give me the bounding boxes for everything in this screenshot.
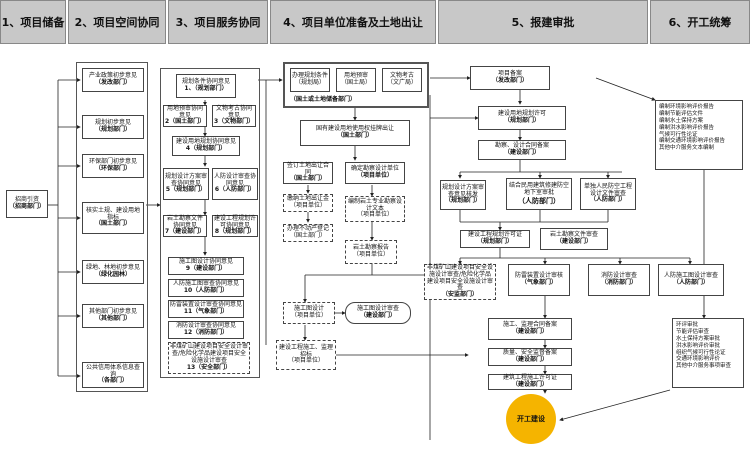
construction-design: 施工图设计 （项目单位） bbox=[283, 302, 335, 324]
property-register: 办理不动产登记 （国土部门） bbox=[283, 224, 333, 242]
green-opinion: 绿地、林地初步意见（绿化园林） bbox=[82, 260, 144, 284]
supervision-filing: 施工、监理合同备案（建设部门） bbox=[488, 318, 572, 340]
start-node: 招商引资（招商部门） bbox=[6, 190, 48, 218]
tender: 建设工程施工、监理招标 （项目单位） bbox=[276, 340, 336, 370]
land-permit: 建设用地规划许可（规划部门） bbox=[478, 106, 566, 130]
env-opinion: 环保部门初步意见（环保部门） bbox=[82, 154, 144, 178]
intermediary-list: 编制环境影响评价报告 编制节能评估文件 编制水土保持方案 编制洪水影响评价报告 … bbox=[655, 100, 743, 170]
planning-condition: 办理规划条件（规划局） bbox=[290, 68, 330, 92]
industry-opinion: 产业政策初步意见（发改部门） bbox=[82, 68, 144, 92]
survey-contract-filing: 勘察、设计合同备案（建设部门） bbox=[478, 140, 566, 160]
credit-query: 公共信用体系信息查询（各部门） bbox=[82, 362, 144, 388]
land-preview: 用地预审（国土局） bbox=[336, 68, 376, 92]
drawing-review: 施工图设计审查（建设部门） bbox=[345, 302, 411, 324]
survey-text: 编制岩土专业勘察设计文本 （项目单位） bbox=[345, 196, 405, 222]
col3-group bbox=[160, 68, 260, 378]
civil-air-defense: 结合民用建筑修建防空地下室审批（人防部门） bbox=[506, 178, 572, 210]
approval-list: 环评审批 节能评估审查 水土保持方案审批 洪水影响评价审批 组织气候可行性论证 … bbox=[672, 318, 744, 388]
construction-permit: 建筑工程施工许可证（建设部门） bbox=[488, 374, 572, 390]
land-group bbox=[283, 62, 429, 108]
project-filing: 项目备案（发改部门） bbox=[470, 66, 550, 90]
land-opinion: 核实土规、建设用地指标（国土部门） bbox=[82, 202, 144, 234]
safety-review: 非煤矿山建设项目安全设施设计审查/危险化学品建设项目安全设施设计审查（安监部门） bbox=[424, 264, 496, 300]
independent-air-defense: 单独人民防空工程设计文件审查（人防部门） bbox=[580, 178, 636, 210]
build-permit: 建设工程规划许可证（规划部门） bbox=[460, 230, 530, 248]
survey-report: 岩土勘察报告 （项目单位） bbox=[345, 240, 397, 264]
col2-group bbox=[76, 62, 148, 392]
relic-exam: 文物考古（文广局） bbox=[382, 68, 422, 92]
geo-review: 岩土勘察文件审查（建设部门） bbox=[540, 228, 608, 250]
phase-6: 6、开工统筹 bbox=[650, 0, 750, 44]
start-construction: 开工建设 bbox=[506, 394, 556, 444]
air-drawing-review: 人防施工图设计审查（人防部门） bbox=[658, 264, 724, 296]
lightning-review: 防雷装置设计审核（气象部门） bbox=[508, 264, 570, 296]
phase-1: 1、项目储备 bbox=[0, 0, 66, 44]
plan-scheme: 规划设计方案审查意见核发（规划部门） bbox=[440, 180, 486, 210]
select-survey-unit: 确定勘察设计单位（项目单位） bbox=[345, 162, 405, 184]
planning-opinion: 规划初步意见（规划部门） bbox=[82, 115, 144, 139]
fire-review: 消防设计审查（消防部门） bbox=[588, 264, 650, 296]
phase-4: 4、项目单位准备及土地出让 bbox=[270, 0, 436, 44]
quality-filing: 质量、安全监督备案（建设部门） bbox=[488, 348, 572, 366]
pay-land-fee: 缴纳土地出让金 （项目单位） bbox=[283, 194, 333, 212]
sign-contract: 签订土地出让合同（国土部门） bbox=[283, 162, 333, 184]
phase-3: 3、项目服务协同 bbox=[168, 0, 268, 44]
land-auction: 国有建设用地使用权挂牌出让（国土部门） bbox=[300, 120, 410, 146]
other-opinion: 其他部门初步意见（其他部门） bbox=[82, 304, 144, 328]
land-group-title: （国土或土地储备部门） bbox=[289, 95, 356, 103]
phase-5: 5、报建审批 bbox=[438, 0, 648, 44]
phase-2: 2、项目空间协同 bbox=[68, 0, 166, 44]
